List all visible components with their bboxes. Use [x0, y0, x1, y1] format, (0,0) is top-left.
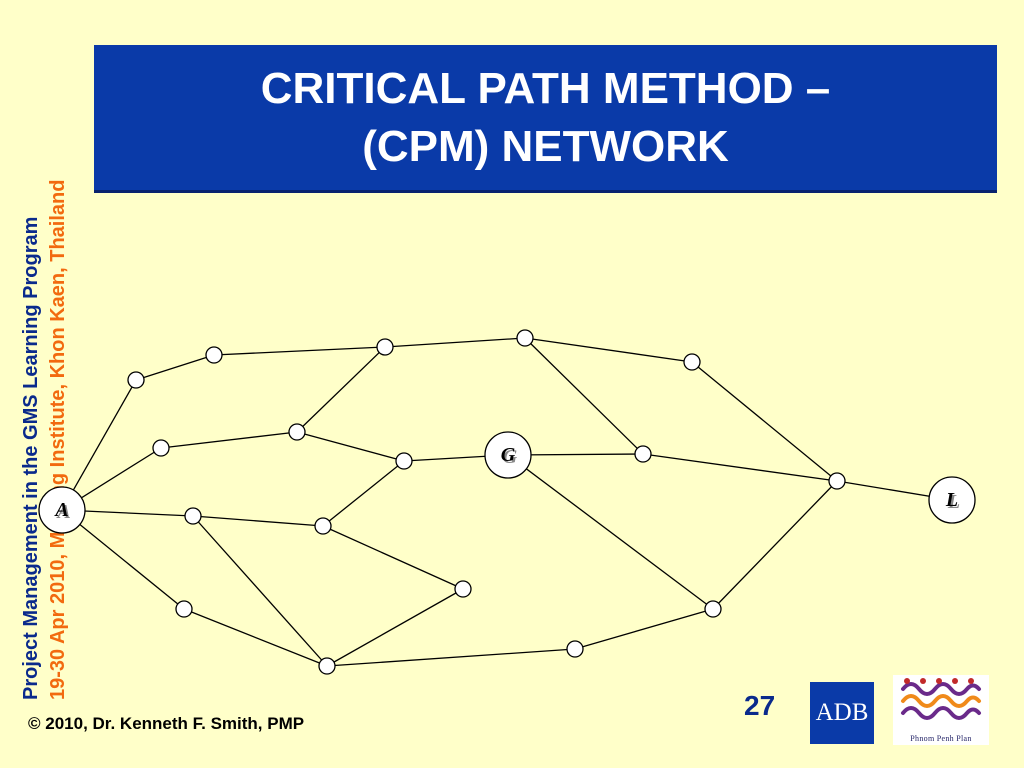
event-node: [516, 329, 534, 347]
edge: [524, 337, 644, 455]
page-number: 27: [744, 690, 776, 721]
edge: [507, 454, 714, 610]
edge: [322, 460, 405, 527]
event-node: [314, 517, 332, 535]
edge: [691, 361, 838, 482]
event-node: [184, 507, 202, 525]
ppp-logo-label: Phnom Penh Plan: [910, 734, 972, 743]
edge: [192, 515, 328, 667]
event-node: [395, 452, 413, 470]
node-l: [928, 476, 976, 524]
edge: [61, 379, 137, 511]
phnom-penh-plan-logo: Phnom Penh Plan: [893, 675, 989, 745]
node-g-label-shadow: G: [503, 446, 518, 468]
event-node: [634, 445, 652, 463]
event-node: [683, 353, 701, 371]
edge: [326, 648, 576, 667]
event-node: [376, 338, 394, 356]
event-node: [566, 640, 584, 658]
event-node: [127, 371, 145, 389]
edge: [642, 453, 838, 482]
event-node: [288, 423, 306, 441]
edge: [192, 515, 324, 527]
event-node: [205, 346, 223, 364]
node-a: [38, 486, 86, 534]
adb-logo: ADB: [810, 682, 874, 744]
node-l-label: L: [945, 489, 958, 511]
node-l-label-shadow: L: [947, 491, 960, 513]
node-a-label-shadow: A: [55, 501, 70, 523]
title-line-2: (CPM) NETWORK: [362, 121, 729, 171]
event-node: [704, 600, 722, 618]
event-node: [318, 657, 336, 675]
node-g-label: G: [501, 444, 516, 466]
ppp-logo-mark: [901, 678, 981, 720]
network-nodes: [38, 329, 976, 675]
edge: [160, 431, 298, 449]
edge: [326, 588, 464, 667]
edge: [712, 480, 838, 610]
edge: [322, 525, 464, 590]
edge: [384, 337, 526, 348]
event-node: [152, 439, 170, 457]
edge: [296, 431, 405, 462]
event-node: [175, 600, 193, 618]
edge: [213, 346, 386, 356]
edge: [574, 608, 714, 650]
title-banner: CRITICAL PATH METHOD – (CPM) NETWORK: [94, 45, 997, 193]
node-a-label: A: [53, 499, 68, 521]
edge: [61, 509, 185, 610]
network-edges: [61, 337, 953, 667]
title-line-1: CRITICAL PATH METHOD –: [260, 63, 831, 113]
event-node: [454, 580, 472, 598]
edge: [296, 346, 386, 433]
event-node: [828, 472, 846, 490]
edge: [135, 354, 215, 381]
node-g: [484, 431, 532, 479]
edge: [524, 337, 693, 363]
edge: [183, 608, 328, 667]
copyright-footer: © 2010, Dr. Kenneth F. Smith, PMP: [28, 714, 305, 733]
